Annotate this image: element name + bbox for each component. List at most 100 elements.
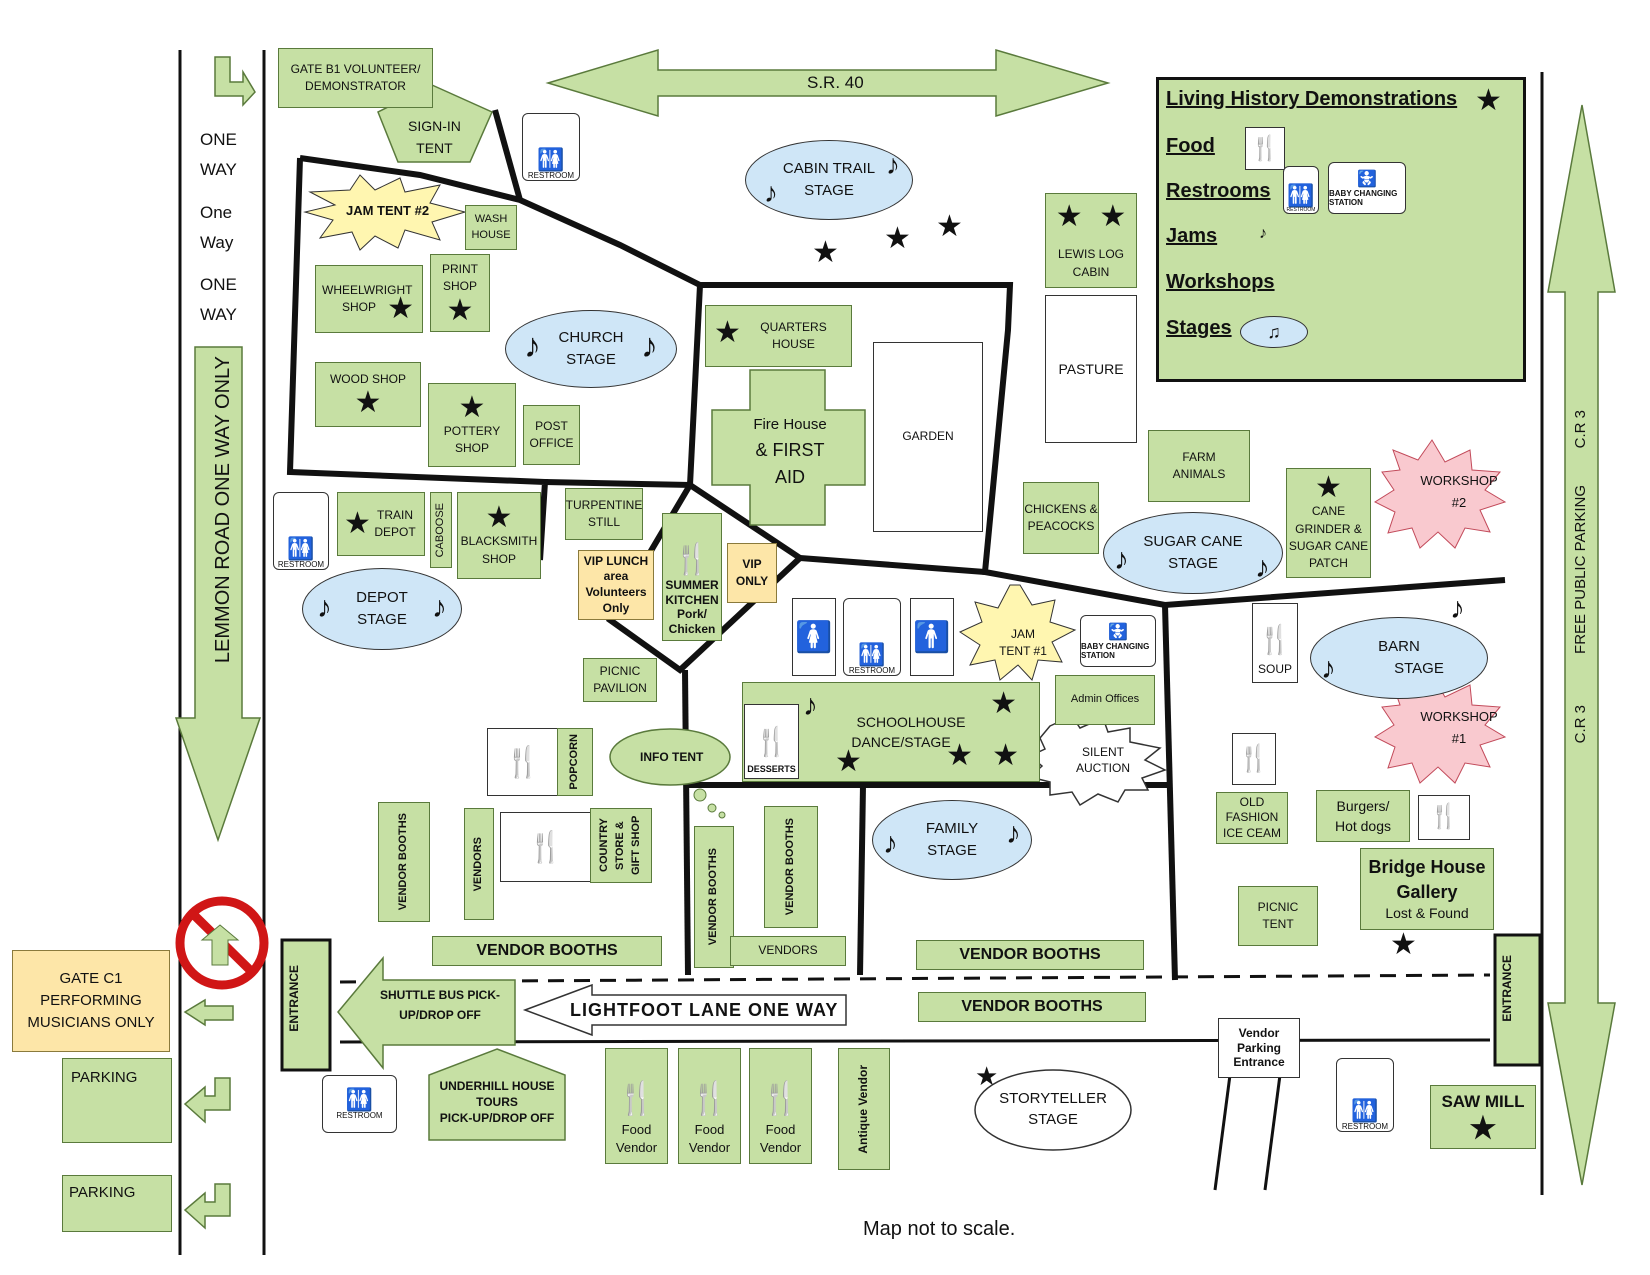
- restroom-southeast-label: RESTROOM: [1341, 1122, 1389, 1131]
- picnic-tent-line1: PICNIC: [1257, 899, 1299, 914]
- food-icon: 🍴: [1429, 803, 1459, 831]
- music-note-icon: ♪: [1114, 543, 1129, 576]
- entrance-left-label: ENTRANCE: [287, 965, 301, 1032]
- chickens-line2: PEACOCKS: [1027, 519, 1095, 533]
- parking-lot-1: PARKING: [62, 1058, 172, 1143]
- food-icon: 🍴: [673, 543, 711, 577]
- vendor-booths-west-label: VENDOR BOOTHS: [397, 813, 410, 911]
- village-path-outline: [299, 155, 1506, 609]
- storyteller-oval: [974, 1069, 1132, 1151]
- gate-b1-line2: DEMONSTRATOR: [305, 79, 406, 93]
- food-icon: 🍴: [689, 1079, 730, 1116]
- shuttle-arrow: [337, 955, 516, 1071]
- pasture-label: PASTURE: [1058, 360, 1124, 377]
- vip-lunch-line3: Volunteers: [585, 585, 647, 599]
- country-store: COUNTRY STORE & GIFT SHOP: [590, 808, 652, 883]
- food-vendor-3-line2: Vendor: [759, 1139, 802, 1155]
- map-footer-note: Map not to scale.: [863, 1218, 1016, 1240]
- lightfoot-dashed: [339, 973, 1491, 984]
- popcorn-label: POPCORN: [568, 734, 581, 790]
- vendor-parking-line2: Parking: [1236, 1040, 1281, 1055]
- food-icon: 🍴: [504, 745, 542, 779]
- sr40-arrow: [545, 48, 1111, 118]
- star-icon: ★: [812, 236, 839, 269]
- shuttle-bus: SHUTTLE BUS PICK-UP/DROP OFF: [375, 985, 505, 1026]
- vendor-booths-h2: VENDOR BOOTHS: [916, 940, 1144, 970]
- legend-restroom-icon: 🚻RESTROOM: [1283, 166, 1319, 214]
- cane-line1: CANE: [1311, 504, 1346, 519]
- chickens-line1: CHICKENS &: [1024, 501, 1098, 516]
- legend-restroom-label: RESTROOM: [1286, 207, 1316, 213]
- bridge-line3: Lost & Found: [1385, 904, 1469, 921]
- silent-auction-burst: [1028, 715, 1167, 807]
- food-vendor-2-line2: Vendor: [688, 1139, 731, 1155]
- bridge-line1: Bridge House: [1368, 857, 1486, 878]
- restroom-icon: 🚻: [345, 1086, 374, 1112]
- vip-lunch-line1: VIP LUNCH: [583, 553, 649, 568]
- star-icon: ★: [387, 292, 414, 325]
- pasture: PASTURE: [1045, 295, 1137, 443]
- picnic-pav-line1: PICNIC: [599, 663, 641, 678]
- pottery-line1: POTTERY: [443, 423, 501, 438]
- story-line2: STAGE: [1028, 1111, 1078, 1128]
- music-note-icon: ♪: [883, 827, 898, 860]
- lewis-line2: CABIN: [1072, 264, 1110, 279]
- parking-1-label: PARKING: [71, 1069, 138, 1086]
- south-path-a: [682, 669, 691, 976]
- fire-line3: AID: [774, 466, 805, 487]
- star-icon: ★: [990, 687, 1017, 720]
- underhill-house-roof: [428, 1048, 566, 1141]
- food-icon: 🍴: [760, 1079, 801, 1116]
- one-way-1b: WAY: [200, 160, 237, 179]
- depot-line2: STAGE: [357, 611, 407, 628]
- legend-jams: Jams: [1166, 225, 1218, 247]
- food-icon: 🍴: [1257, 624, 1293, 656]
- country-store-food-icon: 🍴: [500, 812, 592, 882]
- country-store-label: COUNTRY STORE & GIFT SHOP: [598, 815, 642, 876]
- gate-c1-line3: MUSICIANS ONLY: [27, 1013, 155, 1031]
- star-icon: ★: [446, 293, 474, 327]
- ws1-line2: #1: [1451, 731, 1467, 747]
- restroom-icon: 🚻: [537, 147, 565, 172]
- star-icon: ★: [354, 386, 382, 420]
- cabin-line1: CABIN TRAIL: [782, 159, 876, 177]
- one-way-3b: WAY: [200, 305, 237, 324]
- food-icon: 🍴: [1237, 743, 1271, 774]
- gate-b1-turn-arrow: [214, 56, 256, 107]
- shuttle-line2: UP/DROP OFF: [399, 1008, 481, 1023]
- cr3-top-label: C.R 3: [1572, 410, 1589, 449]
- restroom-center-label: RESTROOM: [848, 666, 896, 675]
- restroom-north-label: RESTROOM: [527, 171, 575, 180]
- food-icon: 🍴: [754, 726, 789, 758]
- lemmon-arrow: [174, 346, 262, 843]
- village-path-west: [286, 157, 549, 561]
- restroom-entrance-label: RESTROOM: [336, 1110, 383, 1120]
- south-path-c: [857, 784, 866, 976]
- wheel-line2: SHOP: [342, 300, 377, 314]
- school-line2: DANCE/STAGE: [851, 734, 951, 750]
- workshop-2-burst: [1373, 439, 1507, 549]
- star-icon: ★: [975, 1061, 999, 1091]
- antique-label: Antique Vendor: [856, 1064, 871, 1154]
- baby-changing-station: 🚼BABY CHANGING STATION: [1080, 615, 1156, 667]
- free-parking-label: FREE PUBLIC PARKING: [1572, 485, 1589, 654]
- underhill-line2: TOURS: [476, 1095, 518, 1110]
- lewis-line1: LEWIS LOG: [1057, 247, 1125, 262]
- legend-food: Food: [1166, 135, 1215, 157]
- restroom-entrance: 🚻RESTROOM: [322, 1075, 397, 1133]
- restroom-icon: 🚻: [287, 536, 315, 561]
- food-vendor-3-line1: Food: [765, 1121, 796, 1137]
- cane-line4: PATCH: [1309, 556, 1348, 571]
- old-line1: OLD: [1239, 794, 1265, 809]
- star-icon: ★: [884, 222, 911, 255]
- info-tent: INFO TENT: [640, 750, 704, 764]
- vendors-h-label: VENDORS: [758, 943, 818, 958]
- food-icon: 🍴: [616, 1079, 657, 1116]
- underhill-line3: PICK-UP/DROP OFF: [439, 1111, 555, 1126]
- vendor-booths-h3: VENDOR BOOTHS: [918, 992, 1146, 1022]
